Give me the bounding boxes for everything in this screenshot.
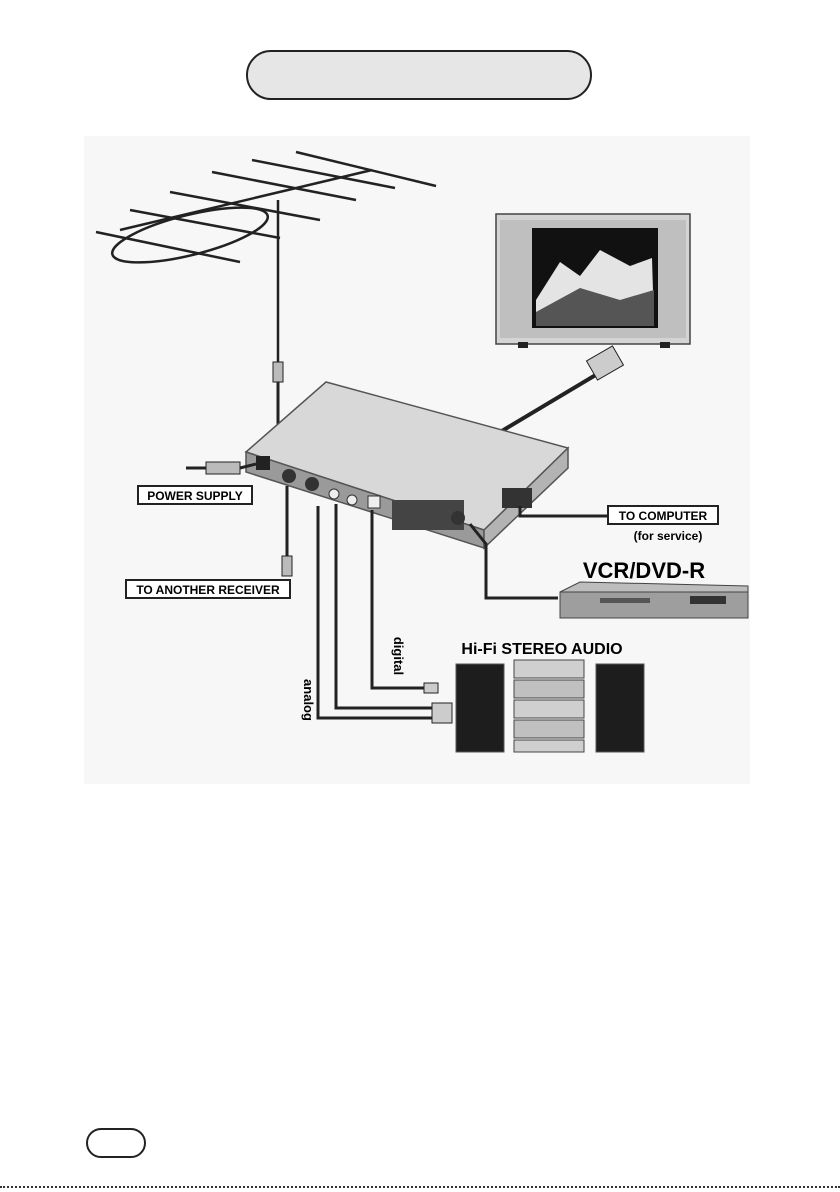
television-icon [496,214,690,348]
receiver-box-icon [246,382,568,548]
vcr-dvd-icon [560,582,748,618]
rf-out-plug-icon [282,556,292,576]
computer-cable [520,506,608,516]
to-computer-text: TO COMPUTER [619,509,708,523]
for-service-text: (for service) [634,529,703,543]
analog-plug-icon [432,703,452,723]
hifi-text: Hi-Fi STEREO AUDIO [461,641,622,658]
page-number-tab [86,1128,146,1158]
antenna-icon [96,152,436,372]
another-receiver-text: TO ANOTHER RECEIVER [136,583,280,597]
hifi-system-icon [456,660,644,752]
analog-text: analog [301,679,316,721]
page-bottom-rule [0,1186,840,1188]
label-power-supply: POWER SUPPLY [138,486,252,504]
vcr-dvd-text: VCR/DVD-R [583,558,705,583]
label-to-computer: TO COMPUTER [608,506,718,524]
antenna-plug-icon [273,362,283,382]
audio-cables [318,504,440,718]
power-supply-text: POWER SUPPLY [147,489,243,503]
label-another-receiver: TO ANOTHER RECEIVER [126,580,290,598]
digital-text: digital [391,637,406,675]
digital-plug-icon [424,683,438,693]
